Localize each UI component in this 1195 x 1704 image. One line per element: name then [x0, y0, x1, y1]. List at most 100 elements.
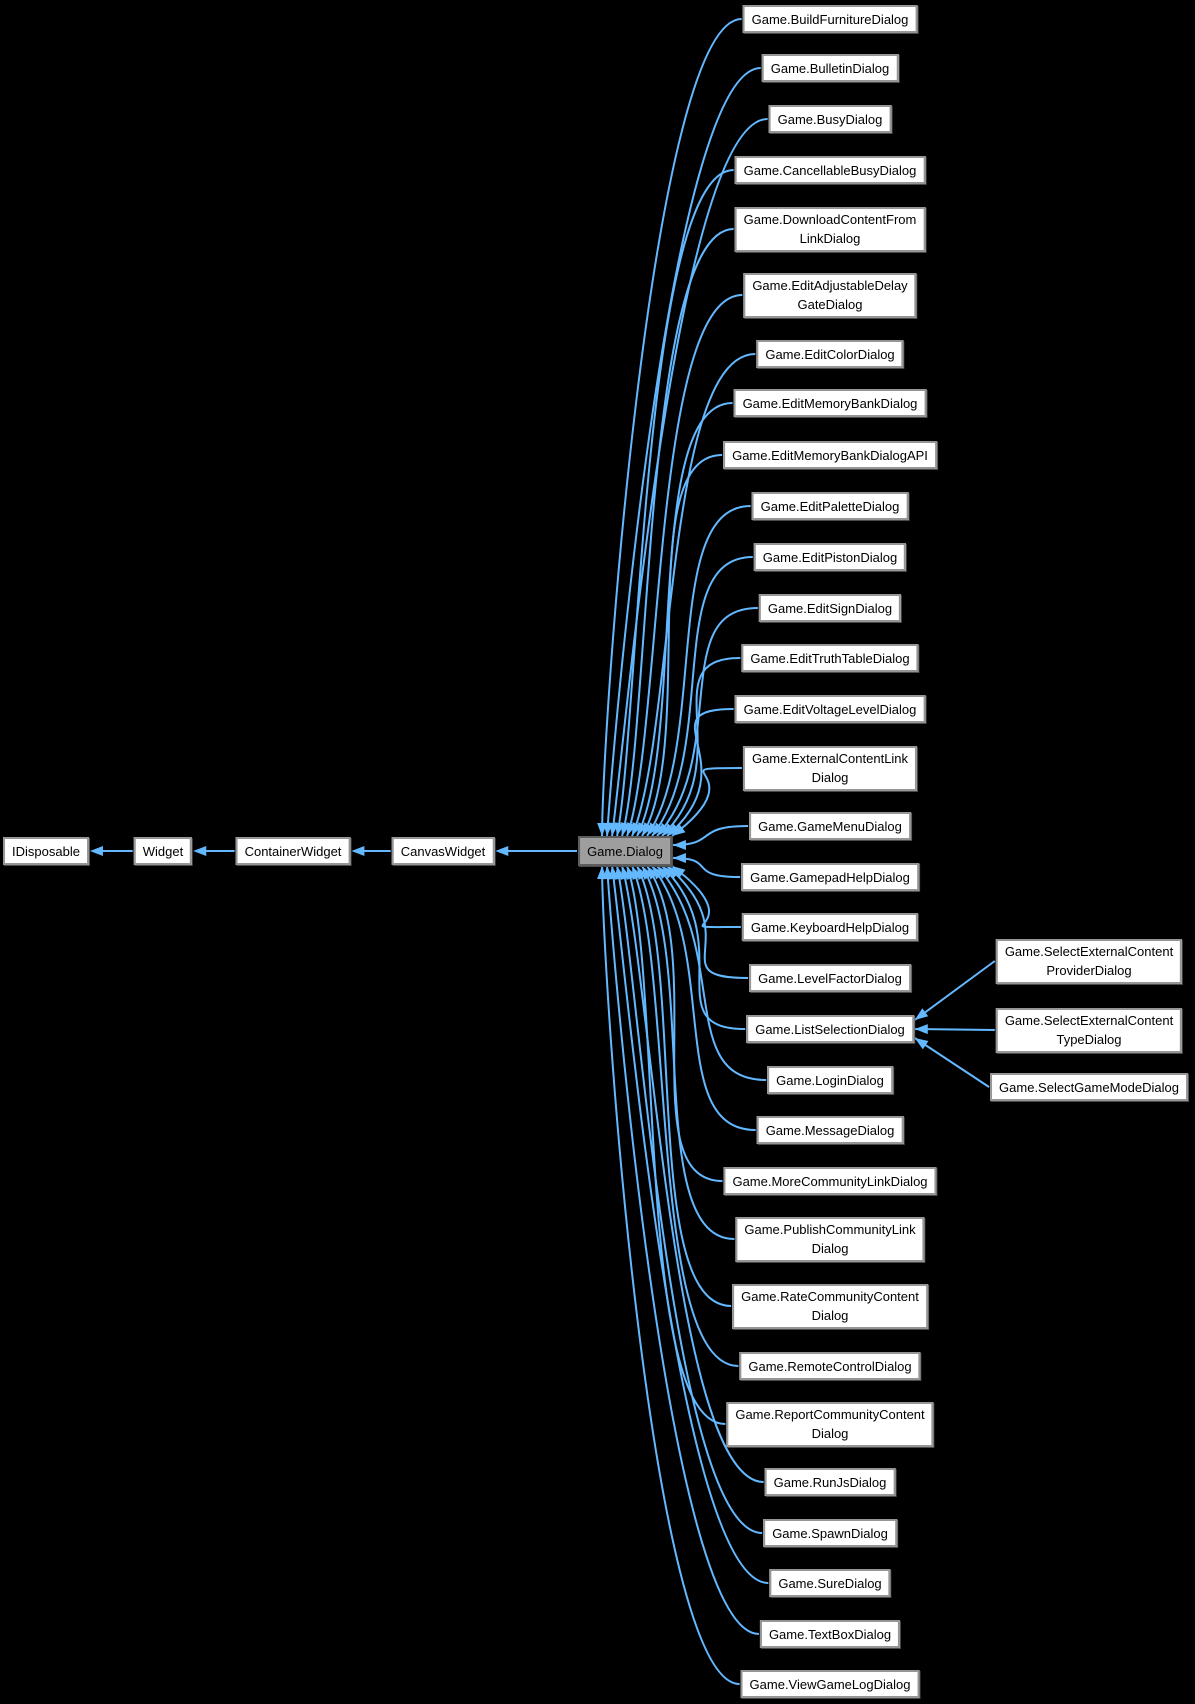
edge-widget-to-idisposable	[89, 846, 133, 856]
class-label: Dialog	[811, 770, 849, 785]
class-label: Game.EditColorDialog	[765, 346, 895, 362]
class-label: Dialog	[811, 1241, 849, 1256]
node-idisposable[interactable]: IDisposable	[3, 837, 89, 865]
class-label: ContainerWidget	[244, 843, 342, 859]
edge-game-logindialog-to-game-dialog	[656, 865, 767, 1081]
node-game-logindialog[interactable]: Game.LoginDialog	[767, 1066, 893, 1094]
node-game-bulletindialog[interactable]: Game.BulletinDialog	[761, 54, 899, 82]
class-label: GateDialog	[797, 297, 863, 312]
class-label: Game.EditPistonDialog	[762, 549, 898, 565]
class-label: Game.KeyboardHelpDialog	[750, 919, 910, 935]
class-label: Game.EditVoltageLevelDialog	[743, 701, 917, 717]
node-game-editmemorybankdialog[interactable]: Game.EditMemoryBankDialog	[733, 389, 927, 417]
node-game-suredialog[interactable]: Game.SureDialog	[769, 1569, 891, 1597]
node-widget[interactable]: Widget	[133, 837, 193, 865]
edge-game-editpistondialog-to-game-dialog	[651, 556, 753, 837]
node-game-listselectiondialog[interactable]: Game.ListSelectionDialog	[746, 1015, 914, 1043]
edge-game-selectexternalcontentproviderdialog-to-game-listselectiondialog	[914, 960, 996, 1021]
edge-game-selectexternalcontenttypedialog-to-game-listselectiondialog	[914, 1024, 995, 1035]
node-game-gamepadhelpdialog[interactable]: Game.GamepadHelpDialog	[741, 863, 919, 891]
node-canvaswidget[interactable]: CanvasWidget	[391, 837, 495, 865]
edge-game-editmemorybankdialog-to-game-dialog	[636, 402, 733, 837]
class-label: Game.ReportCommunityContent	[735, 1407, 925, 1422]
node-game-dialog[interactable]: Game.Dialog	[578, 836, 672, 866]
class-label: Game.BuildFurnitureDialog	[751, 11, 909, 27]
node-game-editmemorybankdialogapi[interactable]: Game.EditMemoryBankDialogAPI	[723, 441, 937, 469]
edge-game-selectgamemodedialog-to-game-listselectiondialog	[914, 1037, 990, 1088]
class-label: Game.MoreCommunityLinkDialog	[732, 1173, 928, 1189]
node-game-messagedialog[interactable]: Game.MessageDialog	[756, 1116, 904, 1144]
class-label: Widget	[142, 843, 184, 859]
edge-game-editmemorybankdialogapi-to-game-dialog	[641, 454, 723, 837]
node-game-gamemenudialog[interactable]: Game.GameMenuDialog	[749, 812, 911, 840]
class-label: Game.BusyDialog	[777, 111, 883, 127]
edge-game-gamemenudialog-to-game-dialog	[672, 825, 749, 850]
node-game-busydialog[interactable]: Game.BusyDialog	[768, 105, 892, 133]
class-label: Game.RunJsDialog	[773, 1474, 887, 1490]
node-game-remotecontroldialog[interactable]: Game.RemoteControlDialog	[739, 1352, 921, 1380]
node-game-textboxdialog[interactable]: Game.TextBoxDialog	[759, 1620, 901, 1648]
node-game-edittruthtabledialog[interactable]: Game.EditTruthTableDialog	[741, 644, 919, 672]
node-game-runjsdialog[interactable]: Game.RunJsDialog	[764, 1468, 896, 1496]
class-label: Game.EditAdjustableDelay	[752, 278, 908, 293]
class-label: Game.EditMemoryBankDialogAPI	[732, 447, 928, 463]
node-game-editcolordialog[interactable]: Game.EditColorDialog	[756, 340, 904, 368]
class-label: Game.CancellableBusyDialog	[743, 162, 917, 178]
class-label: Game.LoginDialog	[776, 1072, 884, 1088]
class-label: Dialog	[811, 1308, 849, 1323]
class-label: LinkDialog	[799, 231, 861, 246]
class-label: CanvasWidget	[400, 843, 486, 859]
class-label: Game.MessageDialog	[765, 1122, 895, 1138]
node-game-selectgamemodedialog[interactable]: Game.SelectGameModeDialog	[990, 1073, 1188, 1101]
node-game-editsigndialog[interactable]: Game.EditSignDialog	[758, 594, 902, 622]
class-label: Game.RateCommunityContent	[741, 1289, 919, 1304]
class-label: IDisposable	[12, 843, 80, 859]
class-label: Game.ViewGameLogDialog	[749, 1676, 911, 1692]
class-label: Game.GamepadHelpDialog	[750, 869, 910, 885]
edge-game-reportcommunitycontentdialog-to-game-dialog	[626, 865, 726, 1425]
class-label: Game.ListSelectionDialog	[755, 1021, 905, 1037]
node-game-cancellablebusydialog[interactable]: Game.CancellableBusyDialog	[734, 156, 926, 184]
class-label: Game.PublishCommunityLink	[744, 1222, 916, 1237]
edge-game-editsigndialog-to-game-dialog	[656, 607, 758, 837]
edge-game-gamepadhelpdialog-to-game-dialog	[672, 853, 741, 878]
edge-game-dialog-to-canvaswidget	[495, 846, 578, 856]
node-game-editpalettedialog[interactable]: Game.EditPaletteDialog	[751, 492, 909, 520]
node-game-spawndialog[interactable]: Game.SpawnDialog	[763, 1519, 897, 1547]
node-containerwidget[interactable]: ContainerWidget	[235, 837, 351, 865]
node-game-levelfactordialog[interactable]: Game.LevelFactorDialog	[749, 964, 911, 992]
edge-game-messagedialog-to-game-dialog	[651, 865, 756, 1131]
edge-game-cancellablebusydialog-to-game-dialog	[614, 169, 734, 837]
edge-game-keyboardhelpdialog-to-game-dialog	[671, 865, 741, 929]
class-label: Game.Dialog	[587, 843, 663, 859]
class-label: Game.EditTruthTableDialog	[750, 650, 910, 666]
edge-game-buildfurnituredialog-to-game-dialog	[597, 18, 742, 837]
class-label: ProviderDialog	[1046, 963, 1132, 978]
node-game-viewgamelogdialog[interactable]: Game.ViewGameLogDialog	[740, 1670, 920, 1698]
class-label: Game.DownloadContentFrom	[743, 212, 917, 227]
node-game-editvoltageleveldialog[interactable]: Game.EditVoltageLevelDialog	[734, 695, 926, 723]
edge-game-ratecommunitycontentdialog-to-game-dialog	[636, 865, 732, 1307]
node-game-buildfurnituredialog[interactable]: Game.BuildFurnitureDialog	[742, 5, 918, 33]
class-label: Game.EditPaletteDialog	[760, 498, 900, 514]
edge-containerwidget-to-widget	[193, 846, 235, 856]
class-label: Game.SureDialog	[778, 1575, 882, 1591]
class-label: TypeDialog	[1056, 1032, 1122, 1047]
class-label: Game.SpawnDialog	[772, 1525, 888, 1541]
class-label: Game.RemoteControlDialog	[748, 1358, 912, 1374]
edge-canvaswidget-to-containerwidget	[351, 846, 391, 856]
node-game-editpistondialog[interactable]: Game.EditPistonDialog	[753, 543, 907, 571]
node-game-keyboardhelpdialog[interactable]: Game.KeyboardHelpDialog	[741, 913, 919, 941]
node-game-morecommunitylinkdialog[interactable]: Game.MoreCommunityLinkDialog	[723, 1167, 937, 1195]
edge-game-editvoltageleveldialog-to-game-dialog	[666, 708, 734, 837]
edge-game-editpalettedialog-to-game-dialog	[646, 505, 751, 837]
